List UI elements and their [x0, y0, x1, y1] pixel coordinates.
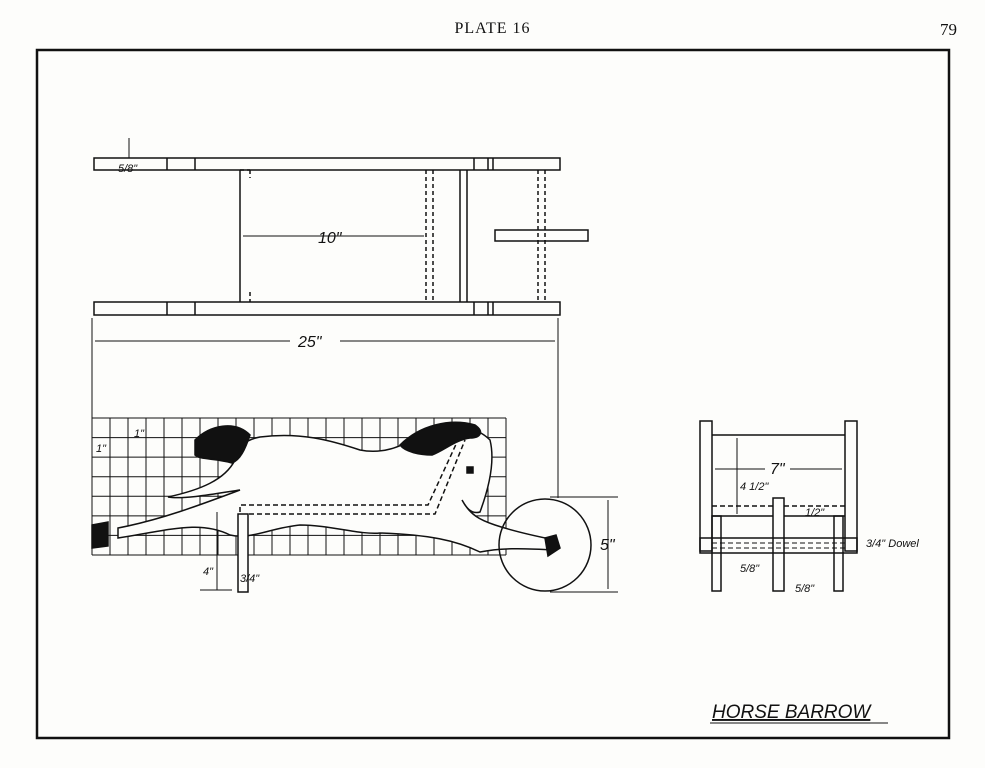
leg-height-label: 4"	[203, 566, 214, 578]
side-view: 4" 3/4" 5" 1" 1"	[91, 417, 618, 593]
wheel-thickness-label: 5/8"	[795, 583, 815, 595]
inner-length-label: 10"	[318, 230, 343, 247]
top-view: 10" 5/8" 25"	[91, 138, 589, 498]
wheel-diameter-label: 5"	[600, 537, 616, 554]
dowel-label: 3/4" Dowel	[866, 538, 919, 550]
plate-header: PLATE 16	[454, 20, 531, 37]
top-thickness-label: 5/8"	[118, 163, 138, 175]
grid-horizontal-label: 1"	[96, 443, 107, 455]
leg-width-label: 3/4"	[240, 573, 260, 585]
grid-vertical-label: 1"	[134, 428, 145, 440]
end-width-label: 7"	[770, 461, 786, 478]
page-number: 79	[940, 20, 957, 39]
rail-gap-label: 1/2"	[805, 507, 825, 519]
end-view: 7" 4 1/2" 1/2" 5/8" 5/8" 3/4" Dowel	[699, 420, 919, 595]
axle-offset-label: 5/8"	[740, 563, 760, 575]
overall-length-label: 25"	[297, 334, 323, 351]
end-height-label: 4 1/2"	[740, 481, 769, 493]
drawing-title: HORSE BARROW	[712, 702, 872, 723]
plate-border	[35, 48, 951, 740]
